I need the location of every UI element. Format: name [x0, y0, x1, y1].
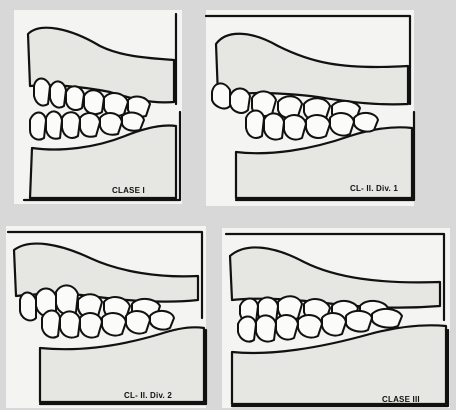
- panel-label: CL- II. Div. 2: [124, 391, 172, 400]
- panel-label: CLASE I: [112, 186, 145, 195]
- panel-clase-3: CLASE III: [222, 228, 450, 408]
- panel-class-2-div-2: CL- II. Div. 2: [6, 226, 206, 408]
- panel-label: CL- II. Div. 1: [350, 184, 398, 193]
- panel-clase-1: CLASE I: [14, 10, 182, 204]
- panel-class-2-div-1: CL- II. Div. 1: [206, 10, 414, 206]
- panel-label: CLASE III: [382, 395, 420, 404]
